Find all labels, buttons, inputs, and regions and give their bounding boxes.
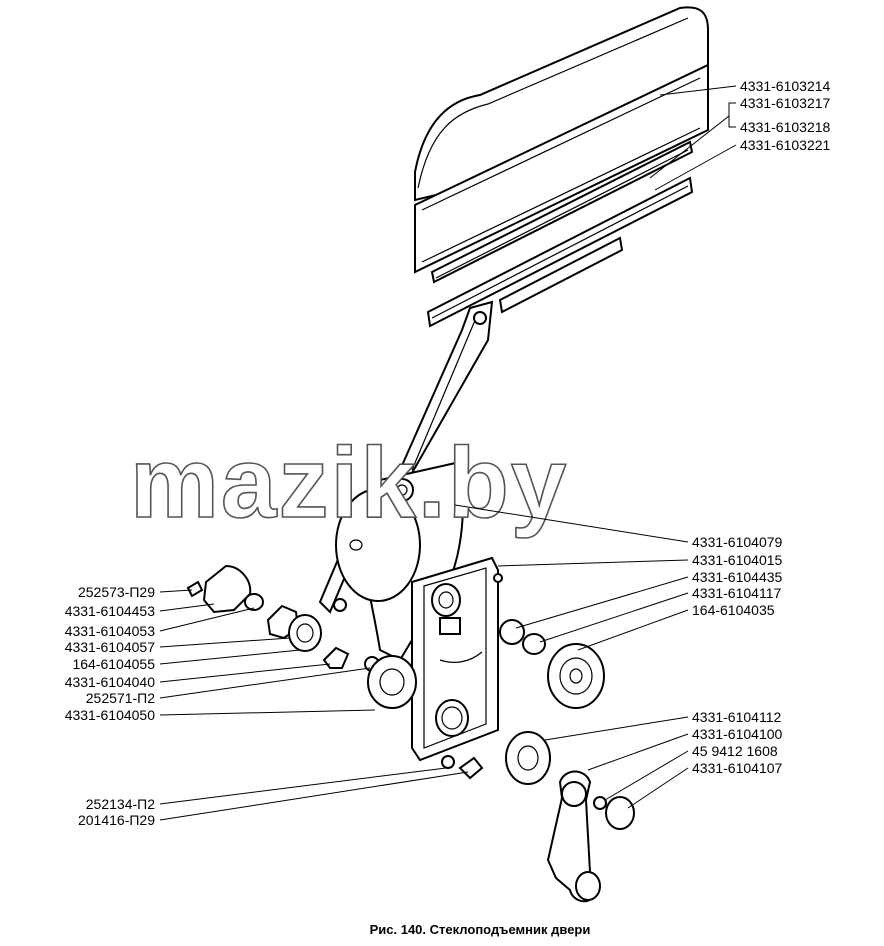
label-164-6104035: 164-6104035 [692,602,775,618]
window-crank-handle [546,770,635,903]
label-4331-6104453: 4331-6104453 [65,603,156,619]
label-4331-6104079: 4331-6104079 [692,534,783,550]
gear-4331-6104435 [499,619,525,645]
label-4331-6104053: 4331-6104053 [65,623,156,639]
washer-252134 [441,755,455,769]
label-4331-6104057: 4331-6104057 [65,639,156,655]
label-4331-6103221: 4331-6103221 [740,137,831,153]
screw-252573 [186,580,204,598]
screw-45-9412-1608 [593,796,607,810]
leader-lines [159,85,737,821]
watermark-text: mazik.by [130,427,568,539]
mounting-plate [411,556,503,762]
labels-left: 252573-П29 4331-6104453 4331-6104053 433… [65,584,156,828]
spring-drum-164-6104035 [547,643,605,709]
label-4331-6103214: 4331-6103214 [740,78,831,94]
labels-right: 4331-6103214 4331-6103217 4331-6103218 4… [692,78,831,776]
label-4331-6104040: 4331-6104040 [65,674,156,690]
label-45-9412-1608: 45 9412 1608 [692,743,778,759]
bush-164-6104055 [288,614,322,652]
label-4331-6104112: 4331-6104112 [692,709,781,725]
bushing-4331-6104112 [505,731,551,785]
washer-4331-6104053 [244,593,264,611]
bolt-201416 [458,756,484,780]
shaft-4331-6104117 [522,633,546,655]
label-4331-6104435: 4331-6104435 [692,569,783,585]
shaft-4331-6104040 [322,646,350,669]
label-4331-6104107: 4331-6104107 [692,760,783,776]
left-fastener-parts [186,564,484,780]
label-4331-6103217: 4331-6103217 [740,95,831,111]
glass-channel-upper [430,140,694,284]
label-4331-6103218: 4331-6103218 [740,119,831,135]
label-4331-6104117: 4331-6104117 [692,585,781,601]
label-201416-p29: 201416-П29 [78,812,155,828]
drum-4331-6104050 [367,655,417,709]
glass-channel-lower [426,176,694,328]
right-mechanism-parts [499,619,605,785]
cover-4331-6104453 [202,564,252,614]
label-252134-p2: 252134-П2 [86,796,155,812]
figure-caption: Рис. 140. Стеклоподъемник двери [370,922,591,937]
label-4331-6104100: 4331-6104100 [692,726,783,742]
label-252573-p29: 252573-П29 [78,584,155,600]
label-4331-6104015: 4331-6104015 [692,552,783,568]
knob-4331-6104107 [605,796,635,830]
label-4331-6104050: 4331-6104050 [65,707,156,723]
label-164-6104055: 164-6104055 [72,656,155,672]
label-252571-p2: 252571-П2 [86,690,155,706]
window-glass [414,6,709,274]
